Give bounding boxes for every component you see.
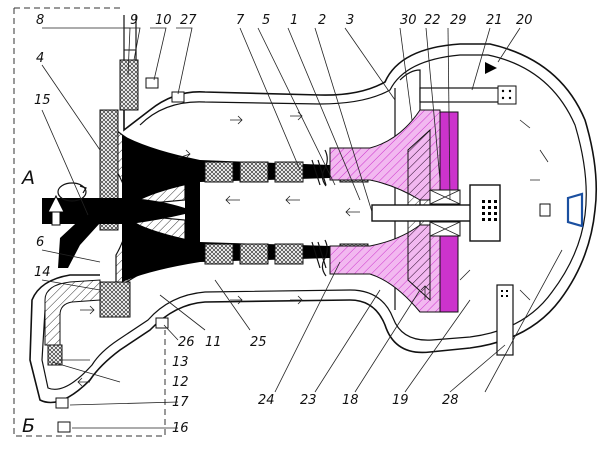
callout-10: 10 — [155, 13, 172, 28]
turbine-magenta — [329, 109, 459, 313]
callout-23: 23 — [300, 393, 317, 408]
callout-20: 20 — [516, 13, 533, 28]
callout-29: 29 — [450, 13, 467, 28]
callout-11: 11 — [205, 335, 222, 350]
callout-labels: 8 9 10 27 7 5 1 2 3 30 22 29 21 20 4 15 … — [34, 13, 533, 436]
callout-28: 28 — [442, 393, 459, 408]
dashed-boundary — [13, 7, 166, 437]
turbine-shaft — [371, 184, 501, 242]
callout-25: 25 — [250, 335, 267, 350]
callout-5: 5 — [262, 13, 270, 28]
callout-30: 30 — [400, 13, 417, 28]
callout-16: 16 — [172, 421, 189, 436]
callout-24: 24 — [258, 393, 275, 408]
callout-26: 26 — [178, 335, 195, 350]
callout-14: 14 — [34, 265, 51, 280]
callout-1: 1 — [290, 13, 298, 28]
exhaust-nozzle — [539, 192, 584, 228]
callout-6: 6 — [36, 235, 44, 250]
callout-27: 27 — [180, 13, 197, 28]
callout-17: 17 — [172, 395, 189, 410]
callout-2: 2 — [318, 13, 326, 28]
callout-19: 19 — [392, 393, 409, 408]
fittings — [55, 15, 185, 433]
callout-15: 15 — [34, 93, 51, 108]
callout-13: 13 — [172, 355, 189, 370]
callout-8: 8 — [36, 13, 44, 28]
leader-lines — [41, 27, 563, 429]
callout-7: 7 — [236, 13, 245, 28]
callout-4: 4 — [36, 51, 44, 66]
callout-12: 12 — [172, 375, 189, 390]
port-label-b: Б — [22, 415, 35, 437]
callout-22: 22 — [424, 13, 441, 28]
return-duct — [44, 279, 131, 366]
callout-18: 18 — [342, 393, 359, 408]
callout-9: 9 — [130, 13, 138, 28]
flow-arrows — [77, 111, 549, 387]
break-line — [321, 149, 328, 277]
callout-21: 21 — [486, 13, 503, 28]
callout-3: 3 — [346, 13, 354, 28]
port-label-a: А — [20, 167, 35, 189]
main-shaft — [42, 180, 200, 268]
rotation-symbol — [57, 182, 87, 202]
upper-pipe — [419, 62, 517, 105]
